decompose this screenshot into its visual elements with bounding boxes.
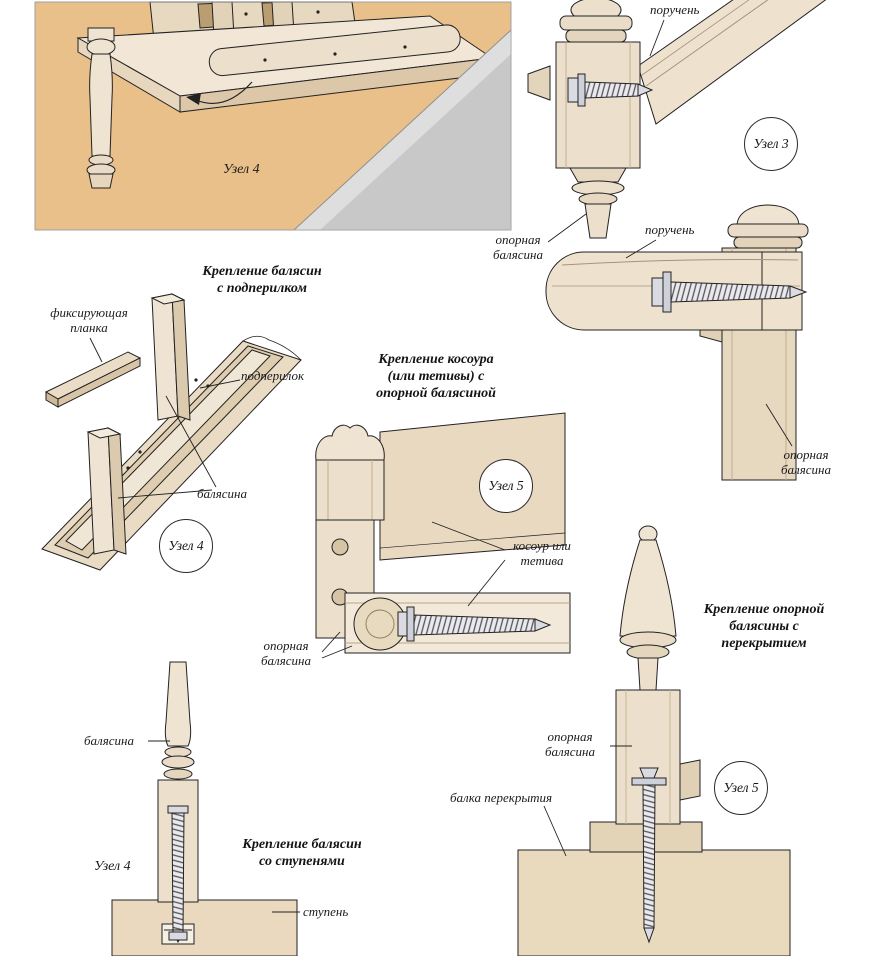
fixing-strip bbox=[44, 351, 142, 408]
screw-inset bbox=[344, 592, 571, 654]
hanger-bolt bbox=[164, 805, 192, 944]
handrail-label-side: поручень bbox=[645, 222, 695, 237]
support-baluster-label-side: опорная балясина bbox=[781, 447, 831, 478]
subrail-label: подперилок bbox=[241, 368, 305, 383]
stringer-title: Крепление косоура (или тетивы) с опорной… bbox=[376, 352, 496, 402]
post-finial bbox=[619, 539, 677, 637]
handrail-piece bbox=[208, 24, 461, 77]
floor-title: Крепление опорной балясины с перекрытием bbox=[703, 602, 825, 652]
wedge bbox=[527, 65, 551, 101]
square-baluster-front bbox=[86, 427, 127, 555]
corner-node4-drawing bbox=[34, 1, 512, 231]
subrail-title: Крепление балясин с подперилком bbox=[202, 264, 322, 297]
long-screw bbox=[651, 271, 808, 313]
node4-badge-subrail: Узел 4 bbox=[159, 519, 213, 573]
anchor-bolt bbox=[631, 767, 667, 944]
handrail-side-drawing bbox=[545, 204, 809, 481]
diagonal-handrail bbox=[637, 0, 827, 125]
stringer-drawing bbox=[315, 412, 571, 659]
turned-baluster bbox=[86, 27, 116, 189]
subrail-drawing bbox=[41, 293, 302, 571]
post-head bbox=[315, 424, 385, 461]
post-cap bbox=[736, 204, 800, 227]
support-baluster-label-floor: опорная балясина bbox=[545, 729, 595, 760]
support-baluster-label-stringer: опорная балясина bbox=[261, 638, 311, 669]
node5-badge-floor: Узел 5 bbox=[714, 761, 768, 815]
arrow-line bbox=[195, 81, 253, 104]
step-board bbox=[111, 899, 298, 956]
node5-badge-stringer: Узел 5 bbox=[479, 459, 533, 513]
stringer-label: косоур или тетива bbox=[513, 538, 571, 569]
baluster-label-subrail: балясина bbox=[197, 486, 247, 501]
corner-node-caption: Узел 4 bbox=[223, 162, 260, 177]
floor-beam-drawing bbox=[517, 525, 791, 956]
arrow-head bbox=[186, 93, 201, 105]
steps-drawing bbox=[111, 661, 300, 956]
steps-title: Крепление балясин со ступенями bbox=[242, 837, 362, 870]
node4-text-steps: Узел 4 bbox=[94, 859, 131, 874]
square-baluster-rear bbox=[150, 293, 191, 421]
newel-post-block bbox=[555, 41, 641, 169]
lag-screw bbox=[567, 73, 654, 107]
baluster-spindle bbox=[164, 661, 192, 747]
handrail-label-node3: поручень bbox=[650, 2, 700, 17]
baluster-label-steps: балясина bbox=[84, 733, 134, 748]
beam-label: балка перекрытия bbox=[450, 790, 553, 805]
fixing-strip-label: фиксирующая планка bbox=[50, 305, 128, 336]
node3-badge: Узел 3 bbox=[744, 117, 798, 171]
step-label: ступень bbox=[303, 904, 349, 919]
support-baluster-label-node3: опорная балясина bbox=[493, 232, 543, 263]
node3-drawing bbox=[527, 0, 827, 243]
